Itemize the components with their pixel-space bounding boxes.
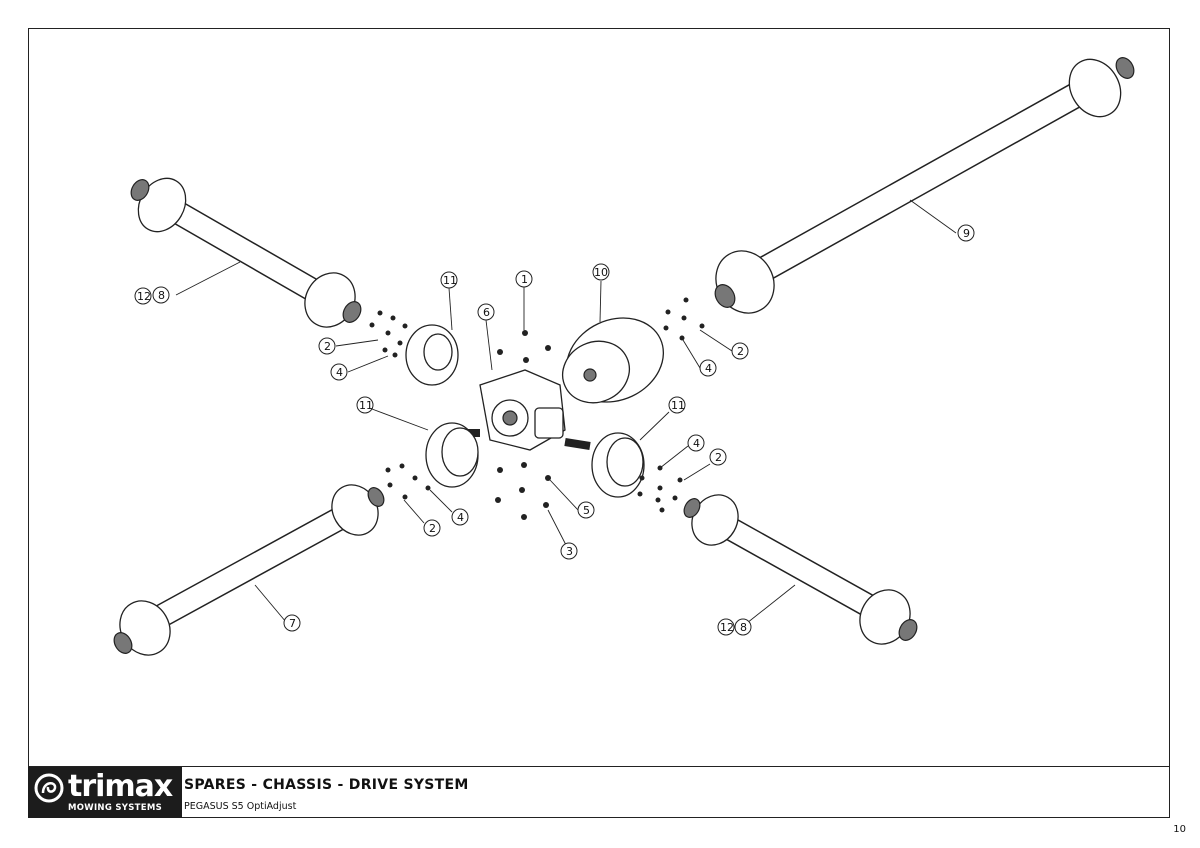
gearbox [460, 369, 591, 451]
callout-4-top-left: 4 [330, 363, 348, 381]
callout-10: 10 [592, 263, 610, 281]
callout-4-left: 4 [451, 508, 469, 526]
callout-6: 6 [477, 303, 495, 321]
svg-text:9: 9 [963, 227, 970, 240]
leader-lines [175, 199, 957, 628]
callout-7: 7 [283, 614, 301, 632]
callout-2-left: 2 [423, 519, 441, 537]
svg-text:8: 8 [158, 289, 165, 302]
callout-8-bottom-right: 8 [734, 618, 752, 636]
callout-8-top-left: 8 [152, 286, 170, 304]
trimax-swirl-logo-icon [34, 773, 64, 803]
callout-11-top: 11 [440, 271, 458, 289]
svg-text:4: 4 [336, 366, 343, 379]
callout-1: 1 [515, 270, 533, 288]
driveshaft-bottom-right [683, 494, 918, 645]
callout-11-right: 11 [668, 396, 686, 414]
trimax-logo: trimax MOWING SYSTEMS [28, 767, 182, 818]
fasteners [369, 297, 705, 520]
logo-tagline: MOWING SYSTEMS [68, 803, 163, 813]
svg-text:6: 6 [483, 306, 490, 319]
svg-text:7: 7 [289, 617, 296, 630]
callout-4-right: 4 [687, 434, 705, 452]
svg-text:2: 2 [737, 345, 744, 358]
guard-drum-10 [562, 317, 665, 404]
guard-cone-right [591, 432, 645, 498]
drawing-frame [28, 28, 1170, 818]
callout-2-top-left: 2 [318, 337, 336, 355]
title-block: trimax MOWING SYSTEMS SPARES - CHASSIS -… [28, 766, 1170, 818]
svg-text:12: 12 [137, 290, 151, 303]
callout-11-left: 11 [356, 396, 374, 414]
driveshaft-top-right [714, 57, 1135, 314]
svg-text:3: 3 [566, 545, 573, 558]
guard-cone-top-left [405, 324, 459, 386]
svg-text:11: 11 [443, 274, 457, 287]
svg-text:4: 4 [705, 362, 712, 375]
svg-text:5: 5 [583, 504, 590, 517]
callout-4-top-right: 4 [699, 359, 717, 377]
driveshaft-top-left [130, 177, 362, 328]
page-number: 10 [1173, 824, 1186, 835]
logo-wordmark: trimax [68, 769, 173, 804]
svg-text:1: 1 [521, 273, 528, 286]
svg-text:12: 12 [720, 621, 734, 634]
sheet-title: SPARES - CHASSIS - DRIVE SYSTEM [184, 777, 469, 793]
svg-text:4: 4 [457, 511, 464, 524]
svg-text:8: 8 [740, 621, 747, 634]
driveshaft-bottom-left [113, 484, 385, 656]
callout-9: 9 [957, 224, 975, 242]
callout-2-right: 2 [709, 448, 727, 466]
callout-5: 5 [577, 501, 595, 519]
svg-text:11: 11 [359, 399, 373, 412]
callout-12-top-left: 12 [134, 287, 152, 305]
svg-text:2: 2 [429, 522, 436, 535]
callout-2-top-right: 2 [731, 342, 749, 360]
svg-text:2: 2 [324, 340, 331, 353]
sheet-subtitle: PEGASUS S5 OptiAdjust [184, 801, 297, 812]
callout-12-bottom-right: 12 [717, 618, 735, 636]
svg-text:2: 2 [715, 451, 722, 464]
callout-3: 3 [560, 542, 578, 560]
svg-text:11: 11 [671, 399, 685, 412]
svg-text:4: 4 [693, 437, 700, 450]
guard-cone-left [425, 422, 479, 488]
svg-text:10: 10 [594, 266, 608, 279]
